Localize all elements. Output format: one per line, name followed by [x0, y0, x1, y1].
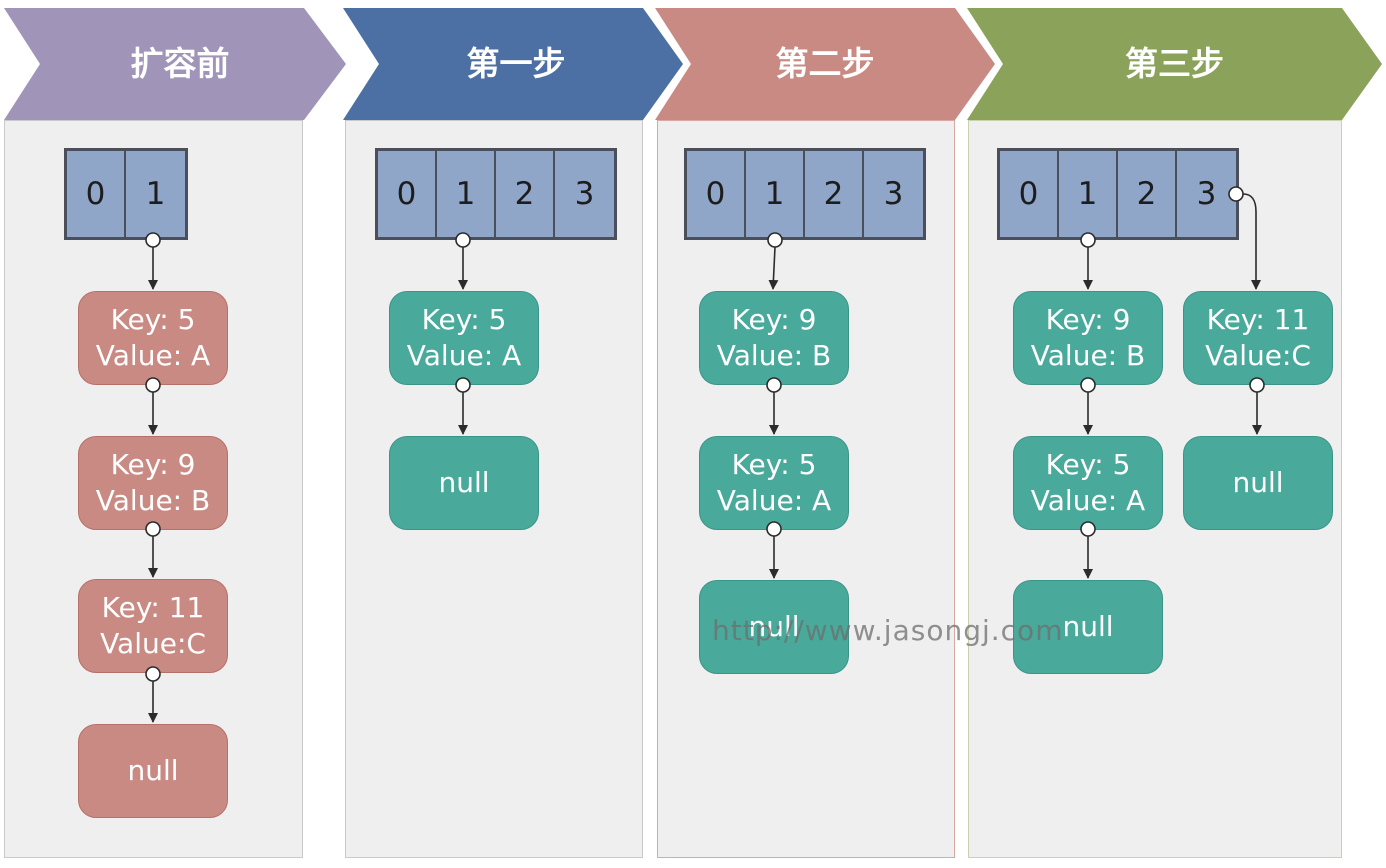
node-null: null	[127, 754, 179, 787]
null-node: null	[699, 580, 849, 674]
null-node: null	[78, 724, 228, 818]
node-key: Key: 11	[101, 591, 205, 624]
node-value: Value: B	[716, 339, 832, 372]
stage-title: 第一步	[466, 44, 566, 83]
bucket-cell: 1	[437, 151, 496, 237]
stage-banner-before: 扩容前	[4, 8, 346, 120]
chevron-shape	[967, 8, 1382, 120]
stage-title: 第二步	[775, 44, 875, 83]
bucket-cell: 0	[687, 151, 746, 237]
bucket-cell: 3	[864, 151, 923, 237]
bucket-cell: 3	[555, 151, 614, 237]
node-null: null	[1232, 466, 1284, 499]
bucket-cell: 2	[496, 151, 555, 237]
node-key: Key: 5	[1045, 448, 1131, 481]
entry-node: Key: 5 Value: A	[389, 291, 539, 385]
node-key: Key: 9	[110, 448, 196, 481]
stage-banner-step2: 第二步	[655, 8, 995, 120]
node-value: Value: A	[95, 339, 211, 372]
chevron-shape	[655, 8, 995, 120]
node-value: Value: B	[1030, 339, 1146, 372]
node-value: Value: A	[1030, 484, 1146, 517]
bucket-cell: 1	[126, 151, 185, 237]
chevron-shape	[343, 8, 683, 120]
bucket-cell: 1	[1059, 151, 1118, 237]
null-node: null	[1013, 580, 1163, 674]
bucket-cell: 0	[378, 151, 437, 237]
null-node: null	[1183, 436, 1333, 530]
node-key: Key: 9	[731, 303, 817, 336]
node-key: Key: 5	[110, 303, 196, 336]
bucket-cell: 0	[1000, 151, 1059, 237]
node-key: Key: 5	[731, 448, 817, 481]
entry-node: Key: 5 Value: A	[699, 436, 849, 530]
bucket-cell: 2	[805, 151, 864, 237]
entry-node: Key: 11 Value:C	[1183, 291, 1333, 385]
stage-title: 扩容前	[130, 44, 230, 83]
node-key: Key: 5	[421, 303, 507, 336]
node-key: Key: 11	[1206, 303, 1310, 336]
node-key: Key: 9	[1045, 303, 1131, 336]
node-null: null	[748, 610, 800, 643]
bucket-array: 0 1 2 3	[375, 148, 617, 240]
node-value: Value: A	[406, 339, 522, 372]
bucket-cell: 1	[746, 151, 805, 237]
entry-node: Key: 11 Value:C	[78, 579, 228, 673]
stage-title: 第三步	[1125, 44, 1224, 83]
chevron-shape	[4, 8, 346, 120]
entry-node: Key: 9 Value: B	[1013, 291, 1163, 385]
bucket-cell: 2	[1118, 151, 1177, 237]
node-null: null	[1062, 610, 1114, 643]
entry-node: Key: 5 Value: A	[78, 291, 228, 385]
node-value: Value: A	[716, 484, 832, 517]
stage-banner-step3: 第三步	[967, 8, 1382, 120]
entry-node: Key: 5 Value: A	[1013, 436, 1163, 530]
null-node: null	[389, 436, 539, 530]
bucket-array: 0 1 2 3	[997, 148, 1239, 240]
node-null: null	[438, 466, 490, 499]
entry-node: Key: 9 Value: B	[699, 291, 849, 385]
node-value: Value: B	[95, 484, 211, 517]
stage-banner-step1: 第一步	[343, 8, 683, 120]
node-value: Value:C	[100, 627, 206, 660]
bucket-cell: 0	[67, 151, 126, 237]
bucket-array: 0 1 2 3	[684, 148, 926, 240]
watermark: http://www.jasongj.com	[712, 614, 1064, 647]
bucket-array: 0 1	[64, 148, 188, 240]
bucket-cell: 3	[1177, 151, 1236, 237]
node-value: Value:C	[1205, 339, 1311, 372]
entry-node: Key: 9 Value: B	[78, 436, 228, 530]
